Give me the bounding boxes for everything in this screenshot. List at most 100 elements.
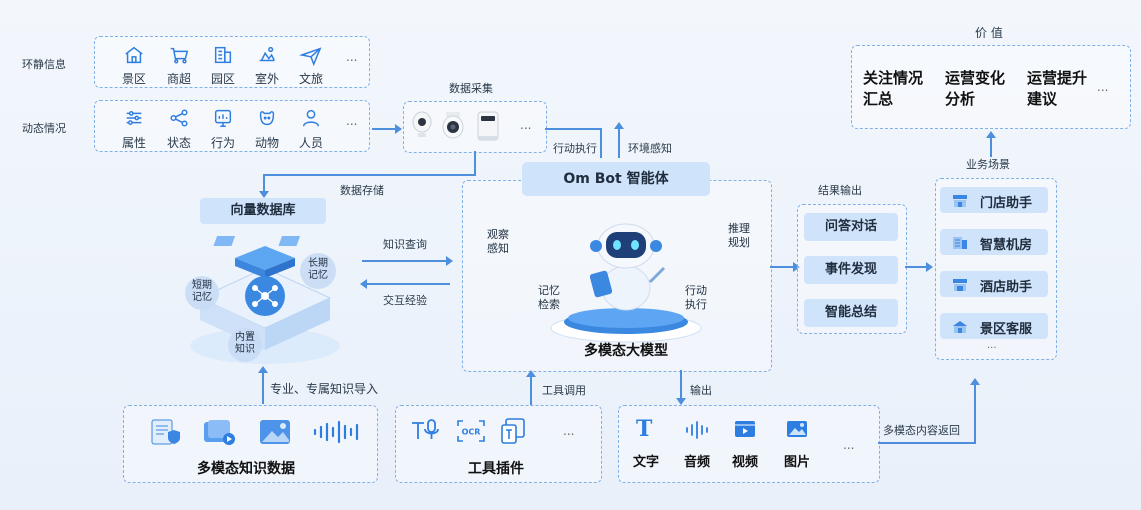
- output-item-label: 图片: [783, 455, 811, 470]
- arrow-head: [446, 256, 453, 266]
- server-icon: [952, 235, 968, 249]
- outputs-more: ...: [843, 438, 855, 452]
- tool-plugin-more: ...: [563, 424, 575, 438]
- long-mem-label: 长期记忆: [308, 258, 328, 281]
- knowledge-import-label: 专业、专属知识导入: [270, 382, 379, 396]
- arrow-head: [360, 279, 367, 289]
- behavior-icon: [210, 107, 236, 129]
- env-info-label: 环静信息: [22, 58, 66, 71]
- model-label: 多模态大模型: [584, 343, 668, 359]
- arrow-line: [362, 260, 448, 262]
- arrow-head: [986, 131, 996, 138]
- output-item-label: 音频: [683, 455, 711, 470]
- robot-device-icon: [476, 108, 500, 142]
- cart-icon: [166, 44, 192, 66]
- text-icon: T: [636, 416, 653, 442]
- knowledge-query-label: 知识查询: [383, 238, 427, 251]
- video-icon: [734, 419, 756, 439]
- scene-item: 智慧机房: [940, 229, 1048, 255]
- memory-label: 记忆检索: [538, 284, 560, 311]
- arrow-head: [395, 124, 402, 134]
- dynamic-more: ...: [346, 114, 358, 128]
- arrow-line: [600, 128, 602, 158]
- arrow-line: [372, 128, 396, 130]
- scene-label: 酒店助手: [980, 280, 1033, 295]
- scenic-icon: [952, 319, 968, 333]
- person-icon: [298, 107, 324, 129]
- tool-plugin-box: [395, 405, 602, 483]
- share-icon: [166, 107, 192, 129]
- data-store-label: 数据存储: [340, 184, 384, 197]
- ocr-icon: OCR: [456, 419, 486, 443]
- env-item-label: 文旅: [298, 72, 324, 86]
- plane-icon: [298, 44, 324, 67]
- arrow-head: [258, 366, 268, 373]
- arrow-line: [974, 384, 976, 444]
- vector-db-illustration: [180, 228, 350, 368]
- arrow-line: [770, 266, 794, 268]
- arrow-head: [926, 262, 933, 272]
- env-item-label: 景区: [121, 72, 147, 86]
- env-item-label: 商超: [166, 72, 192, 86]
- arrow-head: [793, 262, 800, 272]
- value-item: 运营变化分析: [945, 69, 1006, 108]
- business-scene-label: 业务场景: [966, 158, 1010, 171]
- arrow-line: [474, 151, 476, 175]
- action-exec-label: 行动执行: [553, 142, 597, 155]
- observe-label: 观察感知: [487, 228, 509, 255]
- data-collection-more: ...: [520, 118, 532, 132]
- arrow-line: [905, 266, 927, 268]
- value-box: [851, 45, 1131, 129]
- tool-plugin-title: 工具插件: [468, 461, 524, 477]
- value-title: 价 值: [975, 26, 1003, 40]
- arrow-line: [263, 174, 265, 192]
- output-label: 输出: [690, 384, 712, 397]
- env-sense-label: 环境感知: [628, 142, 672, 155]
- outdoor-icon: [254, 44, 280, 66]
- result-item: 智能总结: [804, 299, 898, 327]
- dynamic-item-label: 动物: [254, 136, 280, 150]
- arrow-line: [530, 376, 532, 405]
- arrow-line: [878, 442, 975, 444]
- building-icon: [210, 44, 236, 66]
- tool-icon: [500, 417, 530, 445]
- image-icon: [258, 418, 292, 446]
- camera-icon: [412, 110, 432, 140]
- arrow-line: [680, 370, 682, 398]
- long-mem-bubble: [300, 253, 336, 289]
- arrow-head: [970, 378, 980, 385]
- action-label: 行动执行: [685, 284, 707, 311]
- arrow-line: [618, 128, 620, 158]
- arrow-line: [263, 174, 476, 176]
- animal-icon: [254, 107, 280, 129]
- reason-label: 推理规划: [728, 222, 750, 249]
- env-item-label: 园区: [210, 72, 236, 86]
- short-mem-bubble: [185, 276, 219, 310]
- audio-icon: [684, 420, 710, 440]
- scenes-more: ...: [987, 340, 997, 351]
- scene-label: 智慧机房: [980, 238, 1033, 253]
- result-item: 事件发现: [804, 256, 898, 284]
- value-item: 运营提升建议: [1027, 69, 1088, 108]
- picture-icon: [786, 419, 808, 439]
- outputs-box: [618, 405, 880, 483]
- dome-camera-icon: [442, 110, 464, 140]
- dynamic-item-label: 状态: [166, 136, 192, 150]
- env-item-label: 室外: [254, 72, 280, 86]
- dynamic-item-label: 人员: [298, 136, 324, 150]
- home-icon: [121, 44, 147, 66]
- svg-text:OCR: OCR: [462, 428, 481, 437]
- scene-item: 酒店助手: [940, 271, 1048, 297]
- vector-db-title: 向量数据库: [200, 198, 326, 224]
- result-output-label: 结果输出: [818, 184, 862, 197]
- dynamic-info-box: [94, 100, 370, 152]
- robot-illustration: [546, 220, 706, 350]
- short-mem-label: 短期记忆: [192, 280, 212, 303]
- arrow-line: [262, 372, 264, 404]
- arrow-head: [676, 398, 686, 405]
- tool-call-label: 工具调用: [542, 384, 586, 397]
- video-file-icon: [202, 418, 236, 446]
- dynamic-item-label: 属性: [121, 136, 147, 150]
- inner-knowledge-bubble: [228, 328, 262, 362]
- output-item-label: 视频: [731, 455, 759, 470]
